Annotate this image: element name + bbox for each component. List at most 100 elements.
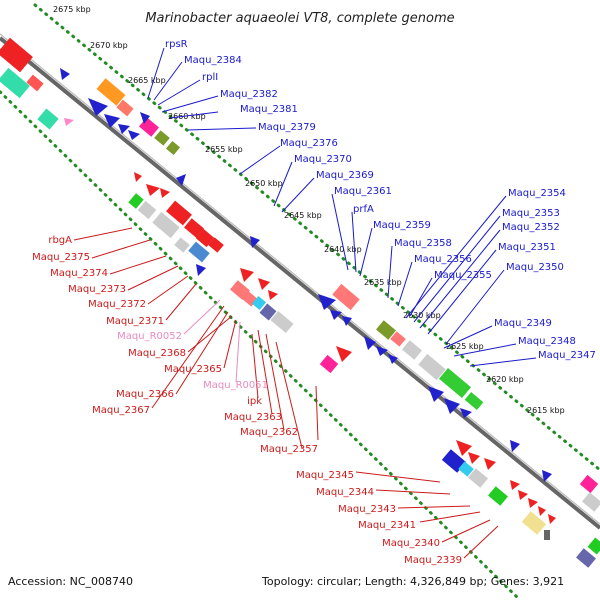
gene-label: Maqu_2348 — [518, 336, 576, 347]
kbp-tick: 2620 kbp — [486, 375, 524, 384]
kbp-tick: 2625 kbp — [446, 342, 484, 351]
gene-feature — [258, 278, 270, 290]
gene-label: Maqu_2353 — [502, 208, 560, 219]
gene-feature — [456, 440, 472, 456]
gene-label: Maqu_2344 — [316, 487, 374, 498]
gene-label: Maqu_2357 — [260, 444, 318, 455]
gene-feature — [270, 310, 294, 334]
gene-label: ipk — [247, 396, 262, 407]
gene-feature — [460, 408, 472, 418]
gene-label: Maqu_2343 — [338, 504, 396, 515]
gene-label: Maqu_2376 — [280, 138, 338, 149]
gene-feature — [444, 398, 460, 414]
gene-feature — [250, 236, 260, 248]
forward-leader-lines — [147, 47, 537, 367]
gene-feature — [118, 124, 130, 134]
gene-feature — [587, 537, 600, 555]
kbp-tick: 2630 kbp — [403, 311, 441, 320]
gene-label: Maqu_R0052 — [117, 331, 182, 342]
gene-feature — [528, 498, 538, 508]
gene-feature — [0, 67, 30, 99]
gene-feature — [268, 290, 278, 300]
gene-feature — [319, 354, 339, 374]
gene-feature — [402, 340, 422, 360]
gene-feature — [60, 68, 70, 80]
gene-feature — [468, 452, 480, 464]
gene-label: Maqu_2340 — [382, 538, 440, 549]
gene-label: rpsR — [165, 39, 188, 50]
gene-feature — [184, 218, 204, 238]
gene-feature — [208, 237, 224, 253]
kbp-tick: 2665 kbp — [128, 76, 166, 85]
gene-feature — [196, 264, 206, 276]
gene-label: Maqu_2384 — [184, 55, 242, 66]
gene-label: Maqu_2365 — [164, 364, 222, 375]
gene-label: Maqu_2354 — [508, 188, 566, 199]
gene-feature — [579, 474, 599, 494]
kbp-tick: 2645 kbp — [284, 211, 322, 220]
gene-feature — [510, 480, 520, 490]
gene-feature — [174, 237, 190, 253]
gene-label: Maqu_2375 — [32, 252, 90, 263]
gene-label: Maqu_2370 — [294, 154, 352, 165]
kbp-ticks: 2675 kbp 2670 kbp 2665 kbp 2660 kbp 2655… — [53, 5, 565, 415]
gene-feature — [64, 118, 74, 126]
gene-feature — [165, 140, 181, 156]
gene-label: Maqu_2368 — [128, 348, 186, 359]
genome-summary-text: Topology: circular; Length: 4,326,849 bp… — [262, 575, 565, 588]
gene-feature — [458, 461, 474, 477]
gene-label: Maqu_2356 — [414, 254, 472, 265]
genome-backbone — [0, 36, 600, 530]
map-title: Marinobacter aquaeolei VT8, complete gen… — [145, 11, 454, 26]
gene-feature — [484, 458, 496, 470]
gene-feature — [128, 193, 144, 209]
reverse-gene-labels: rbgA Maqu_2375 Maqu_2374 Maqu_2373 Maqu_… — [32, 235, 462, 566]
gene-label: Maqu_2363 — [224, 412, 282, 423]
gene-label: Maqu_2361 — [334, 186, 392, 197]
gene-label: Maqu_2379 — [258, 122, 316, 133]
gene-label: Maqu_2345 — [296, 470, 354, 481]
gene-feature — [376, 346, 388, 356]
gene-feature — [439, 367, 471, 399]
gene-features — [0, 37, 600, 568]
gene-feature — [336, 346, 352, 362]
gene-label: rplI — [202, 72, 218, 83]
inner-tick-rail — [0, 89, 522, 600]
gene-feature — [521, 511, 547, 535]
gene-feature — [332, 283, 360, 311]
gene-feature — [152, 211, 180, 239]
gene-label: Maqu_2371 — [106, 316, 164, 327]
tick-rails — [0, 3, 600, 600]
gene-feature — [134, 172, 142, 182]
accession-text: Accession: NC_008740 — [8, 575, 134, 588]
gene-label: Maqu_2372 — [88, 299, 146, 310]
outer-tick-rail — [33, 3, 600, 472]
gene-feature — [230, 280, 250, 300]
gene-label: Maqu_2339 — [404, 555, 462, 566]
gene-label: Maqu_2355 — [434, 270, 492, 281]
gene-feature — [388, 354, 398, 364]
kbp-tick: 2655 kbp — [205, 145, 243, 154]
gene-label: Maqu_2362 — [240, 427, 298, 438]
kbp-tick: 2650 kbp — [245, 179, 283, 188]
gene-feature — [160, 188, 170, 198]
gene-label: Maqu_2359 — [373, 220, 431, 231]
gene-label: Maqu_2351 — [498, 242, 556, 253]
gene-feature — [330, 310, 342, 320]
gene-feature — [176, 174, 186, 186]
genome-backbone-highlight — [0, 33, 600, 525]
forward-gene-labels: rpsR Maqu_2384 rplI Maqu_2382 Maqu_2381 … — [165, 39, 596, 361]
gene-feature — [464, 392, 484, 410]
gene-feature — [582, 492, 600, 512]
gene-feature — [510, 440, 520, 452]
gene-label: rbgA — [48, 235, 72, 246]
gene-feature — [542, 470, 552, 482]
gene-feature — [488, 486, 508, 506]
gene-feature — [104, 114, 120, 128]
gene-feature — [576, 548, 596, 568]
gene-feature — [468, 468, 488, 488]
gene-feature — [154, 130, 170, 146]
gene-feature — [166, 200, 192, 226]
